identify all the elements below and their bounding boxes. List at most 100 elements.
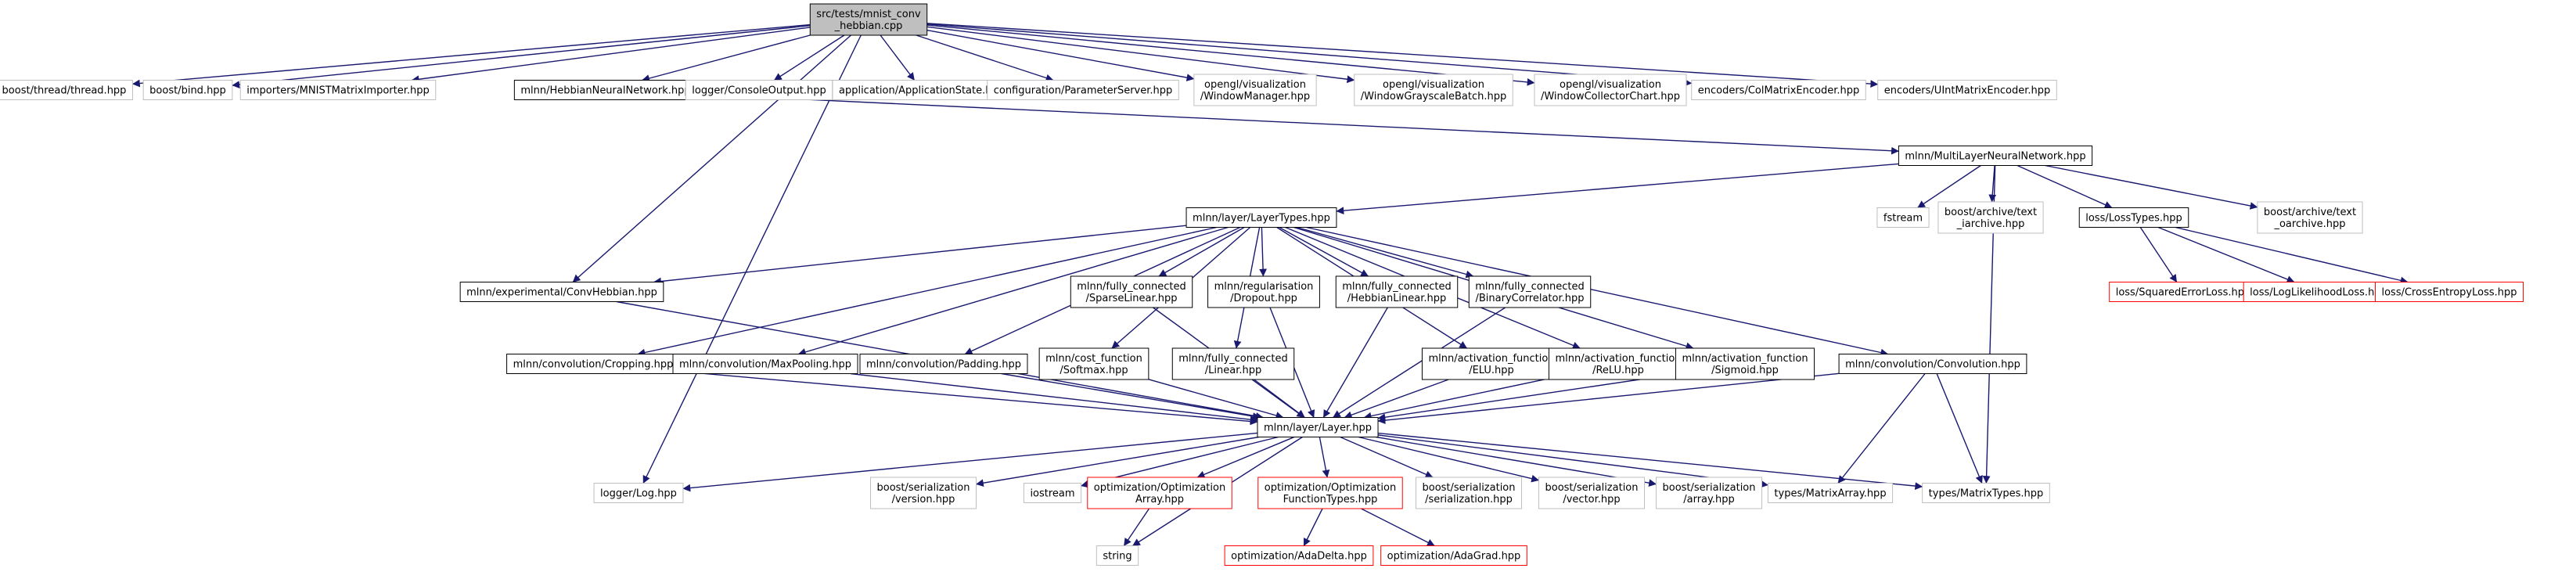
edge-root-to-log <box>642 34 862 484</box>
node-app-state: application/ApplicationState.hpp <box>832 80 1012 100</box>
node-label: mlnn/convolution/Convolution.hpp <box>1845 359 2020 371</box>
node-relu[interactable]: mlnn/activation_function/ReLU.hpp <box>1548 347 1689 380</box>
edge-root-to-console_output <box>774 34 845 81</box>
node-box <box>2243 282 2394 302</box>
node-hebbian-nn[interactable]: mlnn/HebbianNeuralNetwork.hpp <box>513 80 698 100</box>
node-label: /Sigmoid.hpp <box>1711 365 1779 376</box>
node-adadelta: optimization/AdaDelta.hpp <box>1224 545 1374 566</box>
node-box <box>1838 354 2027 374</box>
node-label: /ELU.hpp <box>1469 365 1514 376</box>
node-label: encoders/UIntMatrixEncoder.hpp <box>1884 85 2051 97</box>
edge-maxpooling-to-layer <box>850 372 1258 423</box>
node-dropout[interactable]: mlnn/regularisation/Dropout.hpp <box>1207 275 1320 308</box>
node-maxpooling[interactable]: mlnn/convolution/MaxPooling.hpp <box>672 354 858 374</box>
node-param-server: configuration/ParameterServer.hpp <box>987 80 1179 100</box>
node-box <box>2109 282 2258 302</box>
node-binary-correlator[interactable]: mlnn/fully_connected/BinaryCorrelator.hp… <box>1468 275 1592 308</box>
node-box <box>0 80 133 100</box>
node-label: types/MatrixArray.hpp <box>1774 488 1886 500</box>
node-label: loss/LossTypes.hpp <box>2085 213 2182 225</box>
node-label: /version.hpp <box>892 494 955 505</box>
edge-linear-to-layer <box>1254 379 1305 419</box>
node-label: boost/bind.hpp <box>149 85 226 97</box>
edge-root-to-hebbian_nn <box>642 34 811 82</box>
node-conv-hebbian[interactable]: mlnn/experimental/ConvHebbian.hpp <box>459 282 664 302</box>
node-box <box>832 80 1012 100</box>
node-box <box>1937 201 2044 234</box>
node-label: mlnn/regularisation <box>1214 281 1314 293</box>
node-label: boost/serialization <box>1545 482 1638 494</box>
edge-convolution-to-matrix_array <box>1837 373 1926 484</box>
node-opt-function-types: optimization/OptimizationFunctionTypes.h… <box>1257 477 1403 509</box>
edge-layer_types-to-maxpooling <box>797 226 1229 356</box>
node-elu[interactable]: mlnn/activation_function/ELU.hpp <box>1421 347 1562 380</box>
node-fstream: fstream <box>1876 207 1930 228</box>
edge-relu-to-layer <box>1363 377 1549 420</box>
edge-hebbian_nn-to-multilayer_nn <box>696 93 1899 155</box>
node-box <box>1096 545 1139 566</box>
node-label: FunctionTypes.hpp <box>1283 494 1378 505</box>
node-console-output: logger/ConsoleOutput.hpp <box>685 80 833 100</box>
node-box <box>142 80 233 100</box>
node-window-collector: opengl/visualization/WindowCollectorChar… <box>1534 74 1687 106</box>
node-label: mlnn/HebbianNeuralNetwork.hpp <box>520 85 690 97</box>
node-label: /vector.hpp <box>1563 494 1620 505</box>
node-label: boost/serialization <box>1422 482 1515 494</box>
node-linear[interactable]: mlnn/fully_connected/Linear.hpp <box>1171 347 1295 380</box>
node-box <box>1421 347 1562 380</box>
node-label: mlnn/cost_function <box>1045 353 1142 365</box>
node-label: optimization/AdaGrad.hpp <box>1387 551 1521 563</box>
node-sigmoid[interactable]: mlnn/activation_function/Sigmoid.hpp <box>1675 347 1815 380</box>
node-layer-types[interactable]: mlnn/layer/LayerTypes.hpp <box>1185 207 1337 228</box>
node-box <box>672 354 858 374</box>
node-multilayer-nn[interactable]: mlnn/MultiLayerNeuralNetwork.hpp <box>1898 146 2093 166</box>
node-hebbian-linear[interactable]: mlnn/fully_connected/HebbianLinear.hpp <box>1335 275 1459 308</box>
node-softmax[interactable]: mlnn/cost_function/Softmax.hpp <box>1038 347 1149 380</box>
node-label: importers/MNISTMatrixImporter.hpp <box>246 85 430 97</box>
node-label: optimization/Optimization <box>1094 482 1225 494</box>
edge-layer-to-ser_version <box>976 436 1260 487</box>
node-cropping[interactable]: mlnn/convolution/Cropping.hpp <box>506 354 680 374</box>
node-matrix-array: types/MatrixArray.hpp <box>1767 483 1894 503</box>
node-label: optimization/Optimization <box>1265 482 1396 494</box>
node-label: mlnn/MultiLayerNeuralNetwork.hpp <box>1905 151 2085 163</box>
node-label: /HebbianLinear.hpp <box>1347 293 1447 304</box>
node-box <box>593 483 684 503</box>
node-label: loss/LogLikelihoodLoss.hpp <box>2250 287 2387 299</box>
node-padding[interactable]: mlnn/convolution/Padding.hpp <box>859 354 1028 374</box>
node-convolution[interactable]: mlnn/convolution/Convolution.hpp <box>1838 354 2027 374</box>
node-box <box>2257 201 2363 234</box>
node-box <box>859 354 1028 374</box>
node-box <box>1354 74 1513 106</box>
edge-opt_array-to-string <box>1123 508 1150 546</box>
edge-layer-to-opt_array <box>1196 436 1295 478</box>
node-label: fstream <box>1883 213 1923 225</box>
node-iostream: iostream <box>1023 483 1082 503</box>
node-box <box>1534 74 1687 106</box>
node-box <box>239 80 437 100</box>
node-root[interactable]: src/tests/mnist_conv_hebbian.cpp <box>809 3 928 36</box>
node-box <box>1675 347 1815 380</box>
node-box <box>1070 275 1193 308</box>
node-label: mlnn/convolution/Cropping.hpp <box>513 359 674 371</box>
edge-sigmoid-to-layer <box>1377 373 1676 422</box>
node-label: opengl/visualization <box>1204 79 1306 91</box>
node-label: boost/archive/text <box>1945 207 2037 218</box>
edge-root-to-app_state <box>880 34 916 81</box>
node-string: string <box>1096 545 1139 566</box>
node-label: string <box>1103 551 1131 563</box>
node-label: src/tests/mnist_conv <box>816 9 921 20</box>
node-label: opengl/visualization <box>1560 79 1661 91</box>
edge-opt_function_types-to-adadelta <box>1303 508 1323 546</box>
node-sparse-linear[interactable]: mlnn/fully_connected/SparseLinear.hpp <box>1070 275 1193 308</box>
node-loss-types[interactable]: loss/LossTypes.hpp <box>2078 207 2189 228</box>
node-box <box>1655 477 1763 509</box>
node-layer[interactable]: mlnn/layer/Layer.hpp <box>1257 417 1379 437</box>
node-thread: boost/thread/thread.hpp <box>0 80 133 100</box>
node-ser-serialization: boost/serialization/serialization.hpp <box>1415 477 1523 509</box>
edge-loss_types-to-squared_error <box>2139 227 2178 282</box>
node-label: mlnn/convolution/MaxPooling.hpp <box>679 359 851 371</box>
edge-layer-to-matrix_array <box>1377 434 1768 488</box>
